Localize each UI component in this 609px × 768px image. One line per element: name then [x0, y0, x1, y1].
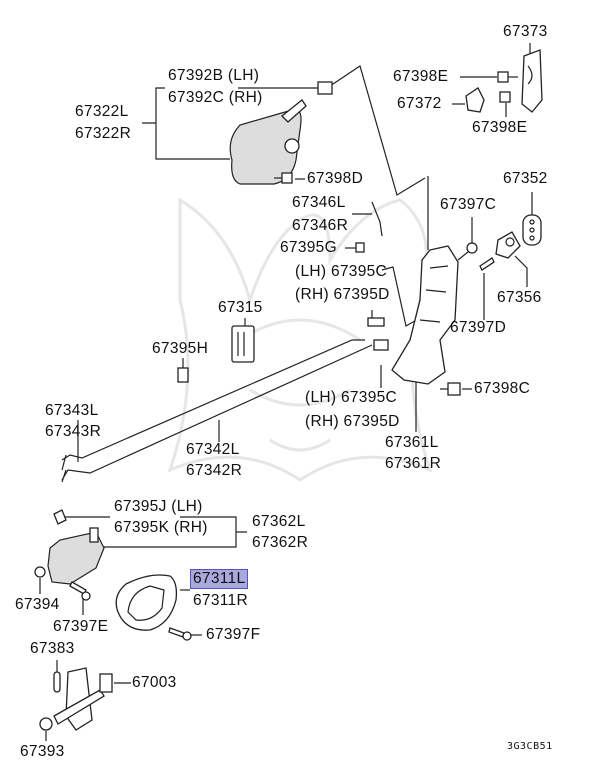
part-label-67395k[interactable]: 67395K (RH) [114, 519, 208, 536]
clip-67395h [177, 367, 189, 383]
part-label-67397f[interactable]: 67397F [206, 626, 261, 643]
clip-67395g [355, 242, 365, 253]
part-label-67361r[interactable]: 67361R [385, 455, 442, 472]
outside-handle-67322 [229, 99, 307, 185]
part-label-67343r[interactable]: 67343R [45, 423, 102, 440]
screw-67397d [479, 257, 495, 271]
door-lock-actuator-67361 [391, 176, 459, 385]
screw-67397c [457, 242, 478, 261]
part-label-67346r[interactable]: 67346R [292, 217, 349, 234]
part-label-67397d[interactable]: 67397D [450, 319, 507, 336]
leader-lines [39, 43, 533, 741]
part-label-67346l[interactable]: 67346L [292, 194, 346, 211]
part-label-67322r[interactable]: 67322R [75, 125, 132, 142]
rod-67346 [371, 201, 383, 237]
part-label-67395d-upper[interactable]: (RH) 67395D [295, 286, 390, 303]
part-label-67397e[interactable]: 67397E [53, 618, 109, 635]
part-label-67398c[interactable]: 67398C [474, 380, 531, 397]
part-label-67342l[interactable]: 67342L [186, 441, 240, 458]
bolt-67398c [440, 382, 461, 396]
part-label-67361l[interactable]: 67361L [385, 434, 439, 451]
bracket-67356 [495, 231, 521, 259]
bolt-67394 [34, 566, 46, 578]
part-label-67398e-lower[interactable]: 67398E [472, 119, 528, 136]
part-label-67373[interactable]: 67373 [503, 23, 548, 40]
part-label-67398d[interactable]: 67398D [307, 170, 364, 187]
part-label-67395c-lower[interactable]: (LH) 67395C [305, 389, 398, 406]
part-label-67395d-lower[interactable]: (RH) 67395D [305, 413, 400, 430]
screw-67397e [69, 581, 91, 601]
part-label-67315[interactable]: 67315 [218, 299, 263, 316]
part-label-67397c[interactable]: 67397C [440, 196, 497, 213]
part-label-67343l[interactable]: 67343L [45, 402, 99, 419]
pin-67383 [53, 671, 61, 693]
part-label-67362r[interactable]: 67362R [252, 534, 309, 551]
inside-handle-cover-67311 [115, 574, 178, 631]
part-label-67311r[interactable]: 67311R [193, 592, 248, 609]
part-label-67392b[interactable]: 67392B (LH) [168, 67, 260, 84]
door-check-67003 [53, 667, 113, 731]
inside-handle-bracket-67362 [47, 527, 105, 585]
nut-67393 [39, 717, 53, 731]
part-label-67395g[interactable]: 67395G [280, 239, 337, 256]
part-label-67392c[interactable]: 67392C (RH) [168, 89, 263, 106]
clip-67392 [317, 81, 333, 95]
part-label-67322l[interactable]: 67322L [75, 103, 129, 120]
part-label-67352[interactable]: 67352 [503, 170, 548, 187]
part-label-67395h[interactable]: 67395H [152, 340, 209, 357]
clip-67395c-lower [373, 339, 389, 351]
bolt-67398e [497, 71, 518, 83]
part-label-67362l[interactable]: 67362L [252, 513, 306, 530]
striker-67373 [521, 49, 543, 113]
part-label-67398e[interactable]: 67398E [393, 68, 449, 85]
bolt-67398d [274, 172, 293, 184]
part-label-67395j[interactable]: 67395J (LH) [114, 498, 203, 515]
rods-67342-67343 [61, 339, 373, 483]
part-label-67356[interactable]: 67356 [497, 289, 542, 306]
screw-67397f [168, 627, 192, 641]
part-label-67395c-upper[interactable]: (LH) 67395C [295, 263, 388, 280]
part-label-67393[interactable]: 67393 [20, 743, 65, 760]
pad-67352 [522, 214, 542, 246]
shim-67372 [465, 87, 485, 113]
clip-67395c-upper [367, 317, 385, 327]
part-label-67003[interactable]: 67003 [132, 674, 177, 691]
clip-67395j [53, 509, 67, 525]
part-label-67383[interactable]: 67383 [30, 640, 75, 657]
part-label-67342r[interactable]: 67342R [186, 462, 243, 479]
bolt-67398e-2 [499, 91, 511, 103]
part-label-67372[interactable]: 67372 [397, 95, 442, 112]
diagram-code: 3G3CB51 [507, 741, 553, 752]
part-label-67311l-selected[interactable]: 67311L [189, 569, 249, 589]
switch-67315 [231, 325, 255, 363]
part-label-67394[interactable]: 67394 [15, 596, 60, 613]
